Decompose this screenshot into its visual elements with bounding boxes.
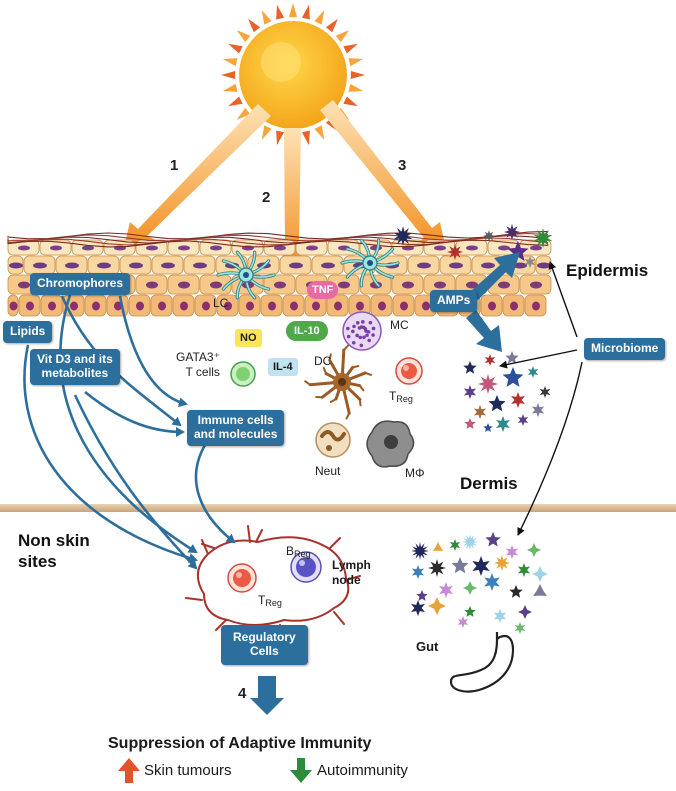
tnf-badge: TNF <box>307 281 339 300</box>
gata3-line-1: GATA3⁺ <box>176 350 220 364</box>
amp-arrows <box>466 252 520 352</box>
microbiome-arrows <box>499 261 583 536</box>
immune-cells-line-1: Immune cells <box>197 413 274 427</box>
step-4-label: 4 <box>238 685 247 702</box>
vitamin-d3-line-2: metabolites <box>41 365 109 380</box>
dermis-microbiome-icon <box>463 351 551 432</box>
autoimmunity-label: Autoimmunity <box>317 762 408 779</box>
immune-cells-line-2: and molecules <box>194 426 278 441</box>
dermis-label: Dermis <box>460 474 518 493</box>
step-2-label: 2 <box>262 189 271 206</box>
non-skin-line-2: sites <box>18 552 57 572</box>
uv-beam-arrows <box>122 100 448 271</box>
step-1-label: 1 <box>170 157 179 174</box>
lipids-tag: Lipids <box>3 321 53 343</box>
treg-skin-cell-icon <box>395 357 423 385</box>
gut-microbiome-icon <box>411 532 548 634</box>
treg-skin-main: T <box>389 389 397 403</box>
up-arrow-icon <box>118 758 140 783</box>
lc-label: LC <box>213 296 229 310</box>
dc-label: DC <box>314 354 332 368</box>
dendritic-cell-icon <box>304 344 372 420</box>
lymph-line-1: Lymph <box>332 558 371 572</box>
treg-lymph-main: T <box>258 593 266 607</box>
non-skin-line-1: Non skin <box>18 531 90 550</box>
no-badge: NO <box>235 329 262 348</box>
skin-tumours-label: Skin tumours <box>144 762 232 779</box>
step-3-label: 3 <box>398 157 407 174</box>
stomach-icon <box>449 632 515 693</box>
langerhans-cell-icon <box>216 238 400 300</box>
il10-badge: IL-10 <box>286 321 328 342</box>
outcome-title: Suppression of Adaptive Immunity <box>108 735 372 752</box>
lymph-node-label: Lymph node <box>332 558 371 588</box>
macrophage-icon <box>366 420 415 468</box>
lymph-line-2: node <box>332 573 361 587</box>
treg-lymph-sub: Reg <box>265 598 282 608</box>
macrophage-label: MΦ <box>405 466 425 480</box>
epidermis-label: Epidermis <box>566 261 649 280</box>
pathway-arrows <box>23 294 236 570</box>
breg-main: B <box>286 544 295 558</box>
neutrophil-icon <box>315 422 351 458</box>
lymph-node-icon <box>185 525 361 640</box>
il4-badge: IL-4 <box>268 358 298 377</box>
regulatory-cells-tag: Regulatory Cells <box>221 625 308 665</box>
immune-cells-tag: Immune cells and molecules <box>187 410 285 446</box>
neut-label: Neut <box>315 464 341 478</box>
skin-microbiome-icon <box>393 224 553 268</box>
down-arrow-icon <box>290 758 312 783</box>
chromophores-tag: Chromophores <box>30 273 131 295</box>
mc-label: MC <box>390 318 409 332</box>
treg-skin-sub: Reg <box>396 394 413 404</box>
treg-lymph-label: TReg <box>258 593 282 609</box>
gata3-line-2: T cells <box>185 365 220 379</box>
dermis-boundary-divider <box>0 504 676 512</box>
vitamin-d3-line-1: Vit D3 and its <box>37 352 113 366</box>
regulatory-line-2: Cells <box>250 643 279 658</box>
vitamin-d3-tag: Vit D3 and its metabolites <box>30 349 120 385</box>
breg-label: BReg <box>286 544 311 560</box>
microbiome-tag: Microbiome <box>584 338 666 360</box>
gata3-t-cells-label: GATA3⁺ T cells <box>176 350 220 380</box>
regulatory-line-1: Regulatory <box>233 630 296 644</box>
non-skin-sites-label: Non skin sites <box>18 530 90 573</box>
regulatory-down-arrow <box>250 676 284 715</box>
amps-tag: AMPs <box>430 290 478 312</box>
stratum-corneum-fibres <box>7 230 549 248</box>
gata3-t-cell-icon <box>230 361 256 387</box>
gut-label: Gut <box>416 639 439 654</box>
mast-cell-icon <box>342 311 382 351</box>
breg-sub: Reg <box>294 549 311 559</box>
treg-skin-label: TReg <box>389 389 413 405</box>
